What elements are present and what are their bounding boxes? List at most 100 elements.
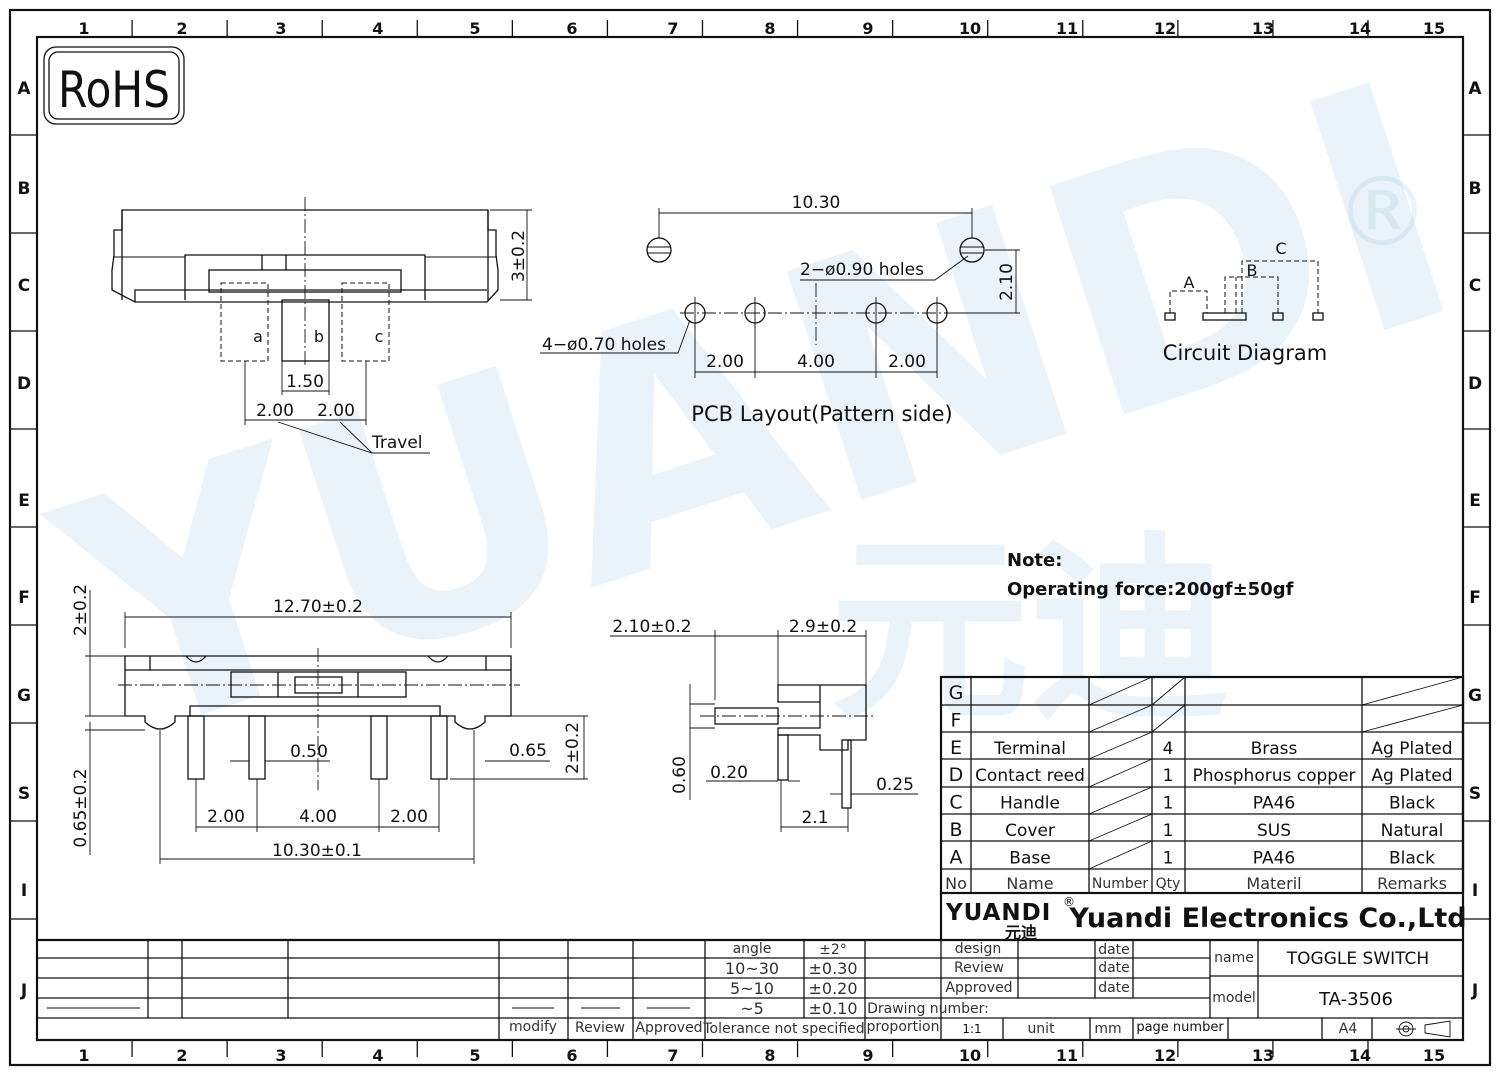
zone-row-E-right: E (1469, 491, 1481, 511)
tol-range-2: 5~10 (730, 979, 774, 998)
zone-col-12-bottom: 12 (1154, 1046, 1176, 1065)
tol-range-3-value: ±0.10 (808, 999, 857, 1018)
circuit-title: Circuit Diagram (1163, 341, 1327, 365)
end-dim-21: 2.1 (801, 808, 828, 828)
pcb-dim-200a: 2.00 (706, 352, 744, 372)
zone-col-3-top: 3 (275, 19, 286, 38)
note-text: Operating force:200gf±50gf (1007, 579, 1294, 600)
bom-name-A: Base (1009, 848, 1050, 868)
bom-header-number: Number (1092, 876, 1148, 892)
front-dim-400: 4.00 (299, 807, 337, 827)
bom-header-qty: Qty (1156, 876, 1181, 892)
company-bar: YUANDI 元迪 ® Yuandi Electronics Co.,Ltd (939, 893, 1467, 942)
block-modify: modify (509, 1019, 557, 1035)
pcb-holes-070: 4−ø0.70 holes (542, 335, 666, 355)
block-approved: Approved (635, 1020, 702, 1036)
bom-name-D: Contact reed (975, 766, 1085, 786)
tol-angle-value: ±2° (819, 942, 847, 958)
bom-remarks-D: Ag Plated (1371, 766, 1452, 786)
title-name-label: name (1214, 950, 1254, 966)
title-proportion: proportion (867, 1019, 940, 1035)
zone-col-10-top: 10 (959, 19, 981, 38)
zone-row-J-left: J (20, 981, 27, 1001)
sheet-border (8, 8, 1492, 1067)
title-unit: unit (1027, 1021, 1055, 1037)
title-date-1: date (1098, 942, 1130, 958)
zone-col-2-bottom: 2 (176, 1046, 187, 1065)
bom-material-E: Brass (1251, 739, 1298, 759)
position-c: c (375, 327, 384, 346)
zone-col-8-top: 8 (764, 19, 775, 38)
zone-row-A-left: A (17, 79, 31, 99)
zone-row-F-right: F (1469, 588, 1481, 608)
side-dim-150: 1.50 (286, 372, 324, 392)
zone-col-9-top: 9 (862, 19, 873, 38)
zone-col-1-bottom: 1 (78, 1046, 89, 1065)
zone-row-J-right: J (1471, 981, 1478, 1001)
front-dim-200a: 2.00 (207, 807, 245, 827)
zone-col-11-bottom: 11 (1056, 1046, 1078, 1065)
zone-row-C-right: C (1469, 276, 1481, 296)
zone-col-4-top: 4 (372, 19, 383, 38)
bom-remarks-B: Natural (1381, 821, 1444, 841)
zone-col-6-top: 6 (566, 19, 577, 38)
tol-range-2-value: ±0.20 (808, 979, 857, 998)
bom-material-A: PA46 (1253, 848, 1295, 868)
pcb-holes-090: 2−ø0.90 holes (800, 260, 924, 280)
title-design: design (955, 941, 1001, 957)
pcb-layout: 10.30 2−ø0.90 holes 2.10 4−ø0.70 holes 2… (540, 193, 1020, 426)
zone-row-D-left: D (17, 374, 31, 394)
tol-footer: Tolerance not specified (702, 1021, 864, 1037)
bom-name-E: Terminal (993, 739, 1066, 759)
title-model-label: model (1212, 990, 1256, 1006)
zone-col-12-top: 12 (1154, 19, 1176, 38)
front-dim-200b: 2.00 (390, 807, 428, 827)
company-logo-cn: 元迪 (1005, 923, 1037, 942)
bom-qty-A: 1 (1163, 848, 1174, 868)
bom-no-C: C (949, 792, 962, 814)
tol-range-1-value: ±0.30 (808, 959, 857, 978)
zone-col-8-bottom: 8 (764, 1046, 775, 1065)
zone-col-3-bottom: 3 (275, 1046, 286, 1065)
title-block: angle ±2° 10~30 ±0.30 5~10 ±0.20 ~5 ±0.1… (37, 938, 1463, 1040)
zone-row-B-left: B (18, 179, 31, 199)
bom-qty-B: 1 (1163, 821, 1174, 841)
zone-row-E-left: E (18, 491, 30, 511)
zone-row-I-right: I (1472, 881, 1478, 901)
title-review: Review (954, 960, 1004, 976)
bom-remarks-C: Black (1389, 794, 1435, 814)
position-a: a (253, 327, 263, 346)
rohs-label: RoHS (58, 61, 170, 119)
zone-col-1-top: 1 (78, 19, 89, 38)
zone-col-15-bottom: 15 (1423, 1046, 1445, 1065)
travel-label: Travel (371, 433, 423, 453)
zone-row-F-left: F (18, 588, 30, 608)
zone-row-D-right: D (1468, 374, 1482, 394)
bom-qty-E: 4 (1163, 739, 1174, 759)
circuit-label-a: A (1184, 273, 1195, 292)
title-approved: Approved (945, 980, 1012, 996)
end-view: 2.10±0.2 2.9±0.2 0.60 0.20 0.25 2.1 (610, 617, 918, 832)
front-dim-065: 0.65 (509, 741, 547, 761)
bom-no-G: G (949, 682, 964, 704)
zone-col-6-bottom: 6 (566, 1046, 577, 1065)
bom-name-B: Cover (1005, 821, 1055, 841)
end-dim-025: 0.25 (876, 775, 914, 795)
zone-row-I-left: I (21, 881, 27, 901)
note-title: Note: (1007, 550, 1062, 571)
rohs-logo: RoHS (43, 46, 185, 125)
front-dim-1030: 10.30±0.1 (272, 841, 362, 861)
pcb-dim-200b: 2.00 (888, 352, 926, 372)
zone-col-7-top: 7 (667, 19, 678, 38)
title-date-3: date (1098, 980, 1130, 996)
zone-row-B-right: B (1469, 179, 1482, 199)
projection-symbol-icon (1396, 1020, 1451, 1038)
position-b: b (314, 327, 324, 346)
title-name-value: TOGGLE SWITCH (1286, 949, 1429, 969)
zone-markers: 1122334455667788991010111112121313141415… (10, 19, 1490, 1065)
note: Note: Operating force:200gf±50gf (1007, 550, 1294, 600)
pcb-title: PCB Layout(Pattern side) (691, 402, 952, 426)
side-view: a b c 3±0.2 1.50 2.00 2.00 Travel (111, 197, 532, 454)
